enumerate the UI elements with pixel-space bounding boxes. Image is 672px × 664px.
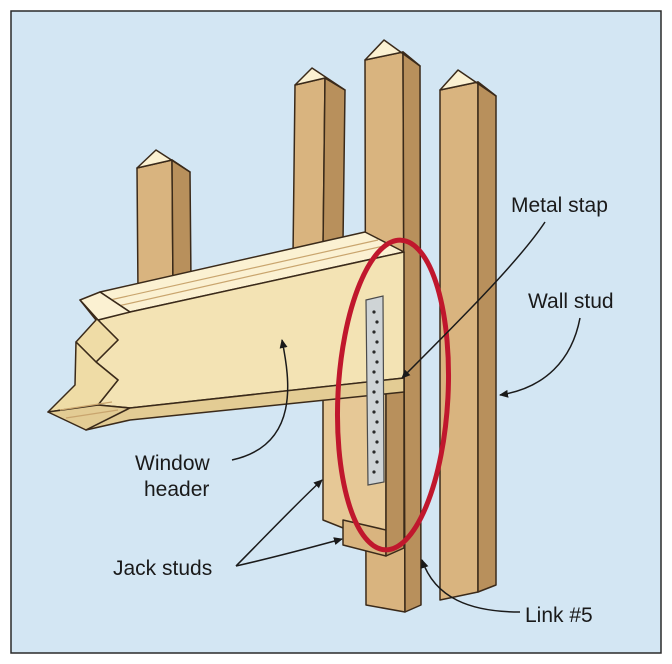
wall-stud xyxy=(439,69,497,601)
label-link: Link #5 xyxy=(525,604,593,627)
label-wall-stud: Wall stud xyxy=(528,290,614,313)
stud-cripple xyxy=(136,149,192,294)
window-header xyxy=(47,231,405,431)
arrow-icon xyxy=(235,537,343,567)
arrow-icon xyxy=(231,339,289,461)
stud-back-left xyxy=(292,67,346,257)
arrow-icon xyxy=(401,221,546,379)
arrow-icon xyxy=(499,317,581,398)
label-window-header-line1: Window xyxy=(135,452,211,475)
label-jack-studs: Jack studs xyxy=(113,557,212,580)
arrow-icon xyxy=(420,559,521,613)
highlight-ellipse xyxy=(334,237,452,553)
metal-strap xyxy=(365,295,385,486)
leader-lines xyxy=(231,221,581,613)
arrow-icon xyxy=(235,479,323,567)
label-metal-strap: Metal stap xyxy=(511,194,608,217)
label-window-header-line2: header xyxy=(144,478,209,501)
